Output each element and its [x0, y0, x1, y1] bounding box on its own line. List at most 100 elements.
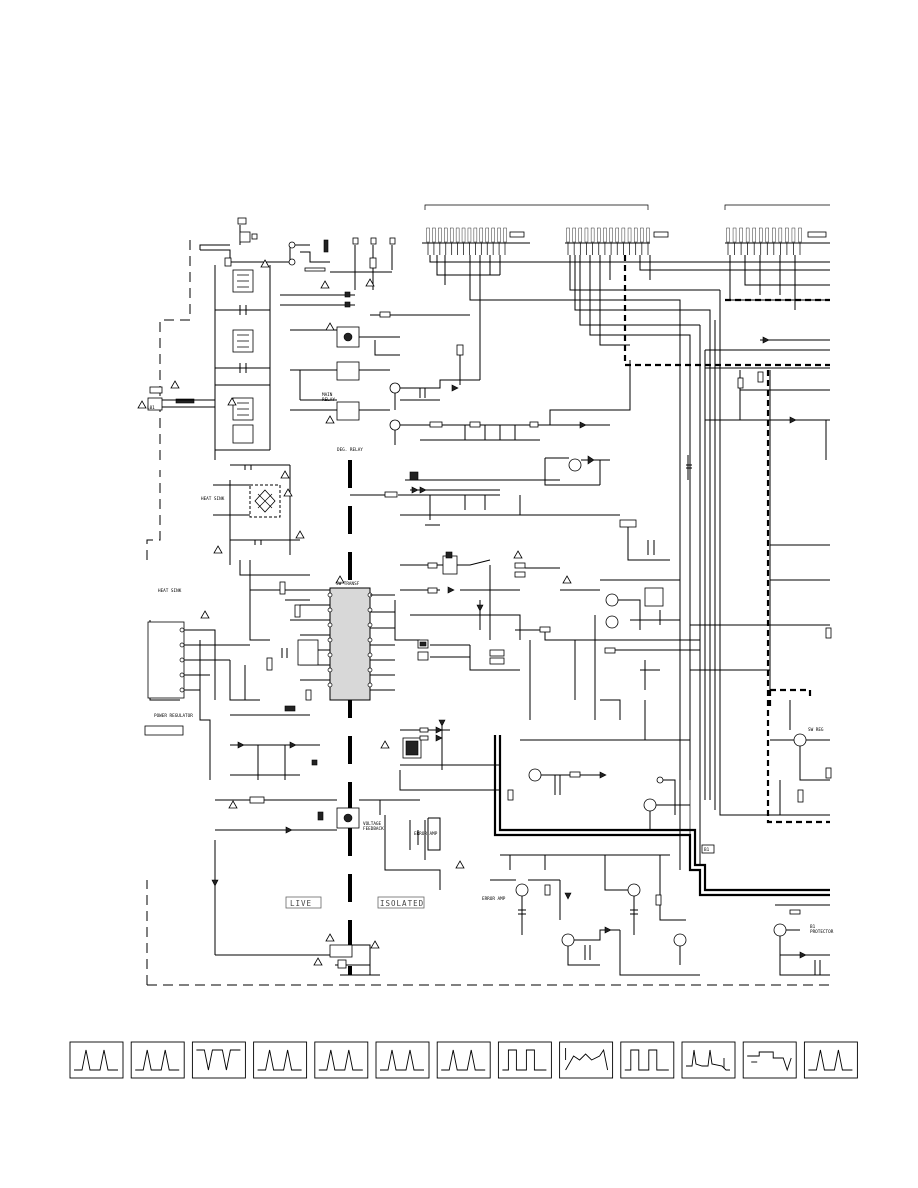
- pin-label-mark: [491, 227, 495, 243]
- pin-label-mark: [485, 227, 489, 243]
- line-filter-1: [232, 269, 254, 293]
- pin-label-mark: [759, 227, 763, 243]
- pin-label-mark: [791, 227, 796, 243]
- connector-pins-right: [726, 227, 802, 255]
- warning-triangle: [170, 380, 180, 389]
- mid-secondary: [394, 519, 700, 741]
- ic-pin-right: [367, 607, 373, 613]
- pin-label-mark: [438, 227, 442, 243]
- ic-pin-left: [327, 652, 333, 658]
- warning-triangle: [227, 397, 237, 406]
- ic-pin-left: [327, 607, 333, 613]
- power-regulator-bracket: [144, 620, 320, 780]
- pin-label-mark: [778, 227, 783, 243]
- pin-label-mark: [479, 227, 484, 243]
- b1-tag-label: B1: [704, 847, 710, 853]
- isolated-box: ISOLATED: [377, 896, 425, 909]
- waveform-strip: [69, 1041, 858, 1079]
- pin-label-mark: [455, 227, 460, 243]
- pin-label-mark: [572, 227, 576, 243]
- waveform-box: [803, 1041, 858, 1079]
- pin-label-mark: [473, 227, 478, 243]
- pin-label-mark: [798, 227, 802, 243]
- heat-sink-top-label: HEAT SINK: [201, 496, 225, 502]
- warning-triangle: [295, 530, 305, 539]
- warning-triangle: [213, 545, 223, 554]
- pin-label-mark: [739, 227, 743, 243]
- power-regulator-label: POWER REGULATOR: [154, 713, 193, 719]
- pin-label-mark: [444, 227, 448, 243]
- waveform-box: [314, 1041, 369, 1079]
- signal-buses: [429, 255, 830, 870]
- warning-triangle: [335, 575, 345, 584]
- ic-support: [244, 560, 319, 700]
- ic-pin-left: [327, 682, 333, 688]
- pin-label-mark: [726, 227, 730, 243]
- b1-protector: [773, 904, 830, 976]
- warning-triangle: [325, 322, 335, 331]
- warning-triangle: [325, 415, 335, 424]
- regulator-pin: [179, 687, 185, 693]
- ic-pin-right: [367, 652, 373, 658]
- waveform-box: [742, 1041, 797, 1079]
- filter-caps: [215, 305, 270, 451]
- waveform-box: [191, 1041, 246, 1079]
- voltage-feedback: [215, 796, 441, 890]
- pin-label-mark: [732, 227, 737, 243]
- pin-label-mark: [597, 227, 601, 243]
- ic-pin-left: [327, 622, 333, 628]
- ic-pin-right: [367, 682, 373, 688]
- standby-circuit: [370, 311, 631, 445]
- waveform-box: [436, 1041, 491, 1079]
- warning-triangle: [562, 575, 572, 584]
- warning-triangle: [200, 610, 210, 619]
- pin-label-mark: [497, 227, 501, 243]
- warning-triangle: [320, 280, 330, 289]
- b1-output-line: [493, 700, 830, 897]
- pin-label-mark: [627, 227, 632, 243]
- sw-reg-label: SW REG: [808, 727, 824, 733]
- pin-label-mark: [752, 227, 756, 243]
- pin-label-mark: [615, 227, 619, 243]
- secondary-rectifiers: [350, 471, 620, 526]
- warning-triangle: [513, 550, 523, 559]
- regulator-pin: [179, 642, 185, 648]
- pin-label-mark: [765, 227, 769, 243]
- warning-triangle: [137, 400, 147, 409]
- pin-label-mark: [449, 227, 454, 243]
- warning-triangle: [260, 259, 270, 268]
- ic-pin-right: [367, 667, 373, 673]
- pin-label-mark: [633, 227, 638, 243]
- bottom-relay: [211, 840, 380, 976]
- isolated-label: ISOLATED: [380, 899, 424, 908]
- regulator-pin: [179, 672, 185, 678]
- pin-label-mark: [785, 227, 789, 243]
- line-filter-2: [232, 329, 254, 353]
- optocoupler-lower: [399, 719, 500, 791]
- ic-pin-left: [327, 592, 333, 598]
- live-box: LIVE: [285, 896, 322, 909]
- relays: [290, 326, 400, 421]
- waveform-trace: [380, 1049, 424, 1071]
- connector-l01: [147, 386, 215, 411]
- connector-header-right: [724, 204, 830, 244]
- pin-label-mark: [745, 227, 750, 243]
- waveform-trace: [686, 1049, 730, 1071]
- warning-triangle: [280, 470, 290, 479]
- waveform-trace: [318, 1049, 363, 1071]
- right-column: [737, 336, 832, 779]
- waveform-box: [620, 1041, 675, 1079]
- warning-triangle: [380, 740, 390, 749]
- ic-pin-left: [327, 667, 333, 673]
- waveform-trace: [196, 1049, 241, 1071]
- pin-label-mark: [566, 227, 570, 243]
- line-filter-3: [232, 397, 254, 444]
- waveform-box: [497, 1041, 552, 1079]
- ic-pin-right: [367, 622, 373, 628]
- pin-label-mark: [646, 227, 650, 243]
- ac-input-section: [199, 217, 396, 460]
